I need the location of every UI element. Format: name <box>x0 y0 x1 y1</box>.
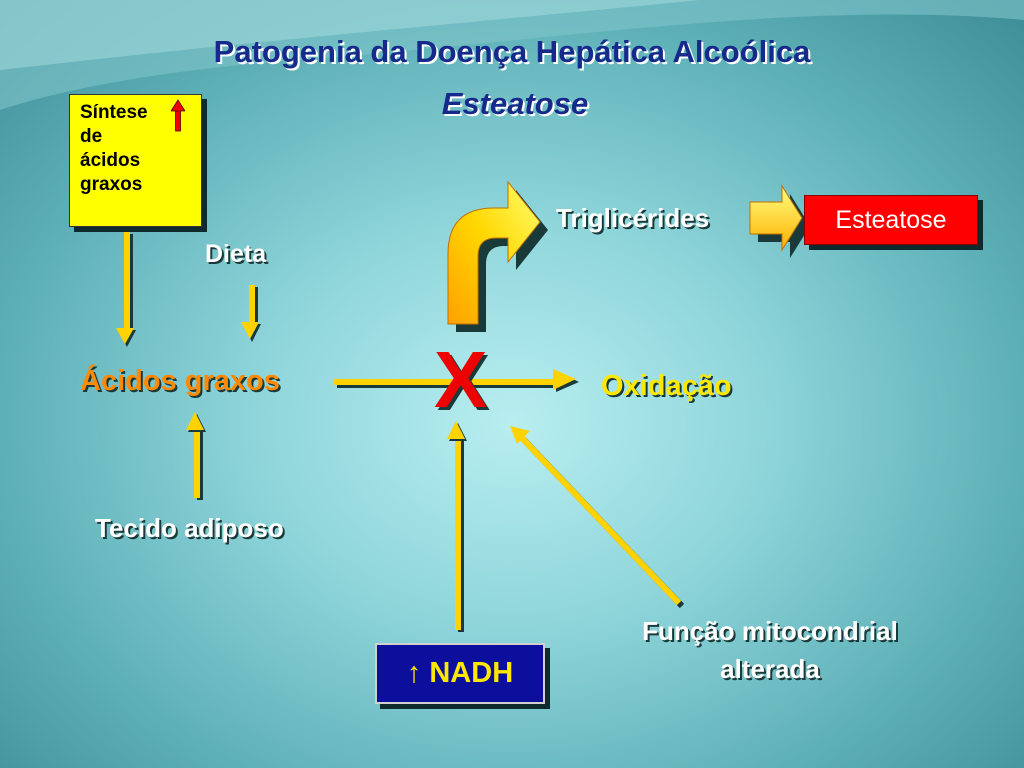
funcao-mitocondrial-line2: alterada <box>720 654 820 684</box>
nadh-label: NADH <box>429 657 514 689</box>
arrow-acidos-to-oxidacao <box>334 369 579 392</box>
arrow-trigliceridos-to-esteatose <box>749 184 810 258</box>
sintese-line: ácidos <box>80 150 141 171</box>
arrow-dieta-to-acidos <box>241 285 261 342</box>
esteatose-box: Esteatose <box>804 195 978 245</box>
trigliceridos-label: Triglicérides <box>556 203 710 233</box>
arrow-tecido-to-acidos <box>186 412 206 500</box>
blocked-x-mark: X <box>434 335 488 424</box>
arrow-funcao-to-block <box>510 426 685 609</box>
page-title: Patogenia da Doença Hepática Alcoólica <box>213 34 811 69</box>
up-arrow-icon: ↑ <box>406 657 422 689</box>
increase-arrow-icon <box>171 99 185 132</box>
funcao-mitocondrial-line1: Função mitocondrial <box>642 616 898 646</box>
acidos-graxos-label: Ácidos graxos <box>80 365 280 397</box>
dieta-label: Dieta <box>205 240 267 268</box>
sintese-box: Síntese de ácidos graxos <box>69 94 202 227</box>
arrow-sintese-to-acidos <box>116 232 136 347</box>
tecido-adiposo-label: Tecido adiposo <box>95 513 284 543</box>
sintese-line: de <box>80 126 103 147</box>
sintese-line: Síntese <box>80 102 148 123</box>
sintese-line: graxos <box>80 174 143 195</box>
nadh-box: ↑NADH <box>375 643 545 704</box>
oxidacao-label: Oxidação <box>601 370 732 402</box>
arrow-curve-to-trigliceridos <box>447 180 548 332</box>
arrow-nadh-to-block <box>447 421 467 632</box>
page-subtitle: Esteatose <box>441 86 589 121</box>
